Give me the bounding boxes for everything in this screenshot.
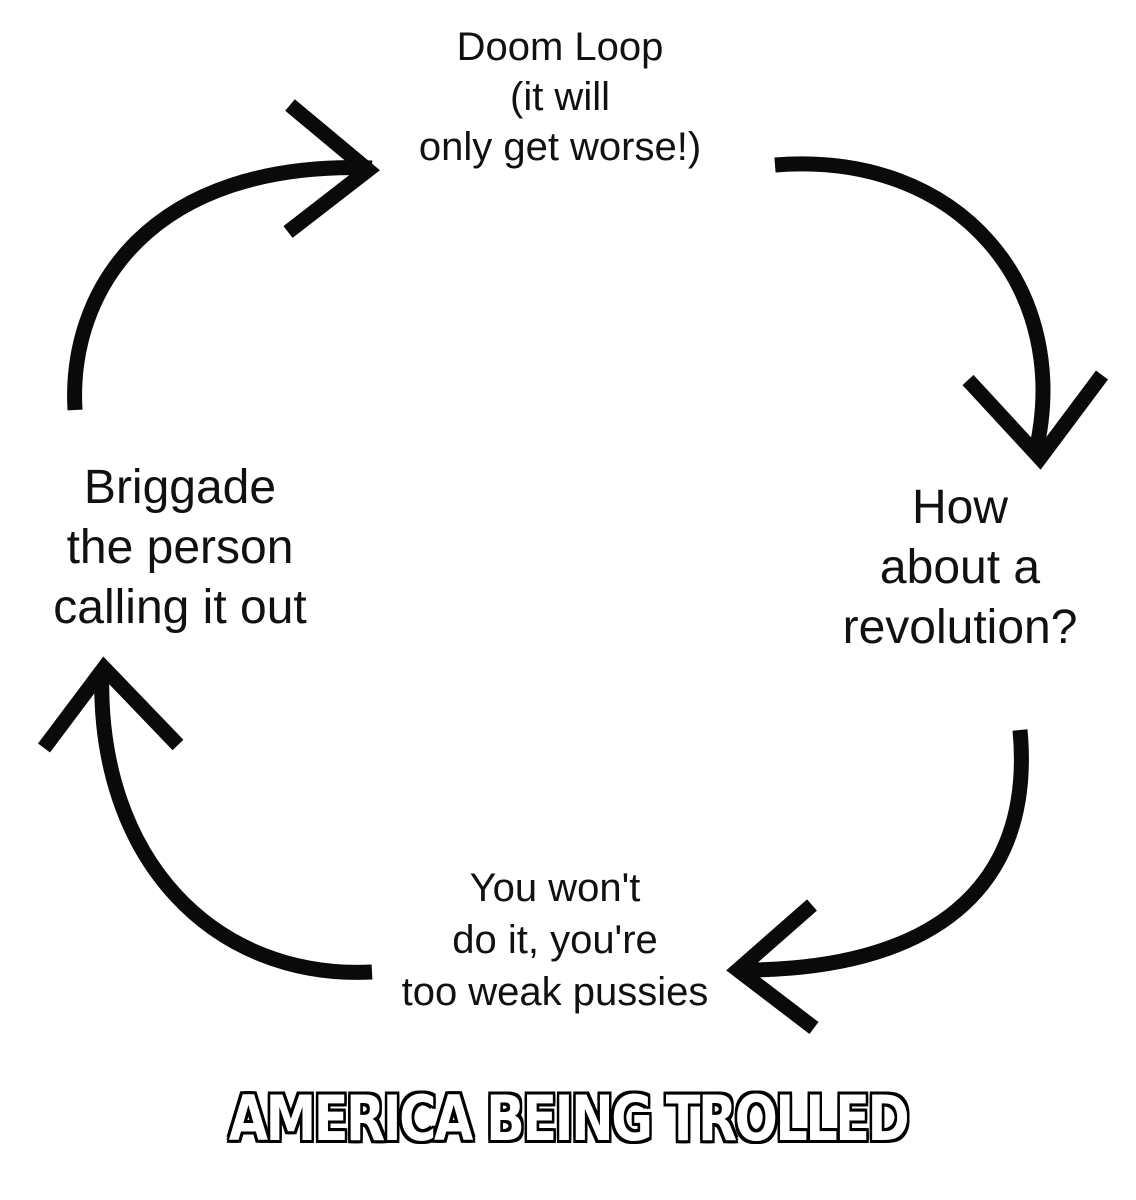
arrowhead — [726, 899, 819, 1034]
arrow-top-to-right — [774, 156, 1109, 470]
node-label-revolution: How about a revolution? — [842, 481, 1078, 654]
arrowhead — [962, 370, 1109, 470]
node-label-too-weak: You won't do it, you're too weak pussies — [401, 866, 709, 1014]
arrow-shaft — [67, 160, 373, 411]
arrow-shaft — [734, 729, 1029, 978]
arrow-shaft — [774, 156, 1051, 457]
arrow-shaft — [94, 667, 373, 980]
node-label-doom-loop: Doom Loop (it will only get worse!) — [418, 25, 702, 169]
meme-caption: AMERICA BEING TROLLED — [227, 1081, 910, 1157]
arrow-right-to-bottom — [726, 729, 1029, 1034]
node-label-briggade: Briggade the person calling it out — [53, 461, 307, 634]
arrow-left-to-top — [67, 99, 380, 411]
arrowhead — [283, 99, 380, 238]
arrow-bottom-to-left — [38, 656, 373, 980]
arrowhead — [38, 656, 184, 753]
